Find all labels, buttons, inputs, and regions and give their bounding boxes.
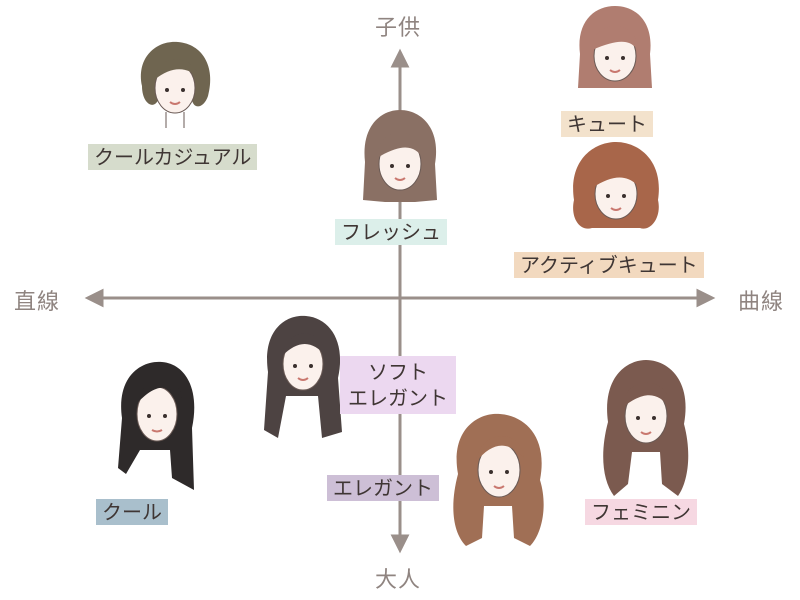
type-label-feminine: フェミニン	[585, 499, 697, 525]
hair-fringe	[592, 164, 640, 188]
right-arrow-head	[696, 288, 716, 308]
type-label-active-cute: アクティブキュート	[514, 252, 704, 278]
axis-label-top: 子供	[375, 16, 422, 41]
face-illustration-active-cute	[573, 142, 659, 229]
hair-fringe	[377, 132, 423, 158]
axis-label-left: 直線	[14, 290, 61, 315]
face-illustration-soft-elegant	[264, 315, 342, 438]
face-illustration-fresh	[363, 110, 437, 202]
hair-fringe	[154, 59, 200, 80]
hair-fringe	[282, 333, 326, 356]
down-arrow-head	[390, 534, 410, 554]
left-arrow-head	[84, 288, 104, 308]
type-label-soft-elegant-line2: エレガント	[348, 386, 448, 410]
type-label-soft-elegant-line1: ソフト	[368, 360, 428, 384]
type-label-cool-casual: クールカジュアル	[88, 144, 258, 170]
face-illustration-cute	[578, 6, 652, 88]
type-label-elegant: エレガント	[327, 475, 439, 501]
hair-fringe	[136, 379, 182, 404]
up-arrow-head	[390, 48, 410, 68]
type-label-cute: キュート	[561, 111, 653, 137]
face-illustration-cool	[118, 361, 195, 490]
face-illustration-feminine	[603, 360, 689, 496]
type-label-fresh: フレッシュ	[335, 219, 447, 245]
hair-fringe	[476, 435, 524, 462]
type-label-soft-elegant: ソフト エレガント	[340, 356, 456, 414]
axis-label-right: 曲線	[738, 290, 785, 315]
hair-fringe	[592, 26, 638, 50]
hair-fringe	[622, 382, 670, 408]
type-label-cool: クール	[96, 499, 168, 525]
axis-label-bottom: 大人	[375, 568, 422, 593]
face-illustration-cool-casual	[140, 41, 211, 128]
face-illustration-elegant	[453, 413, 544, 546]
